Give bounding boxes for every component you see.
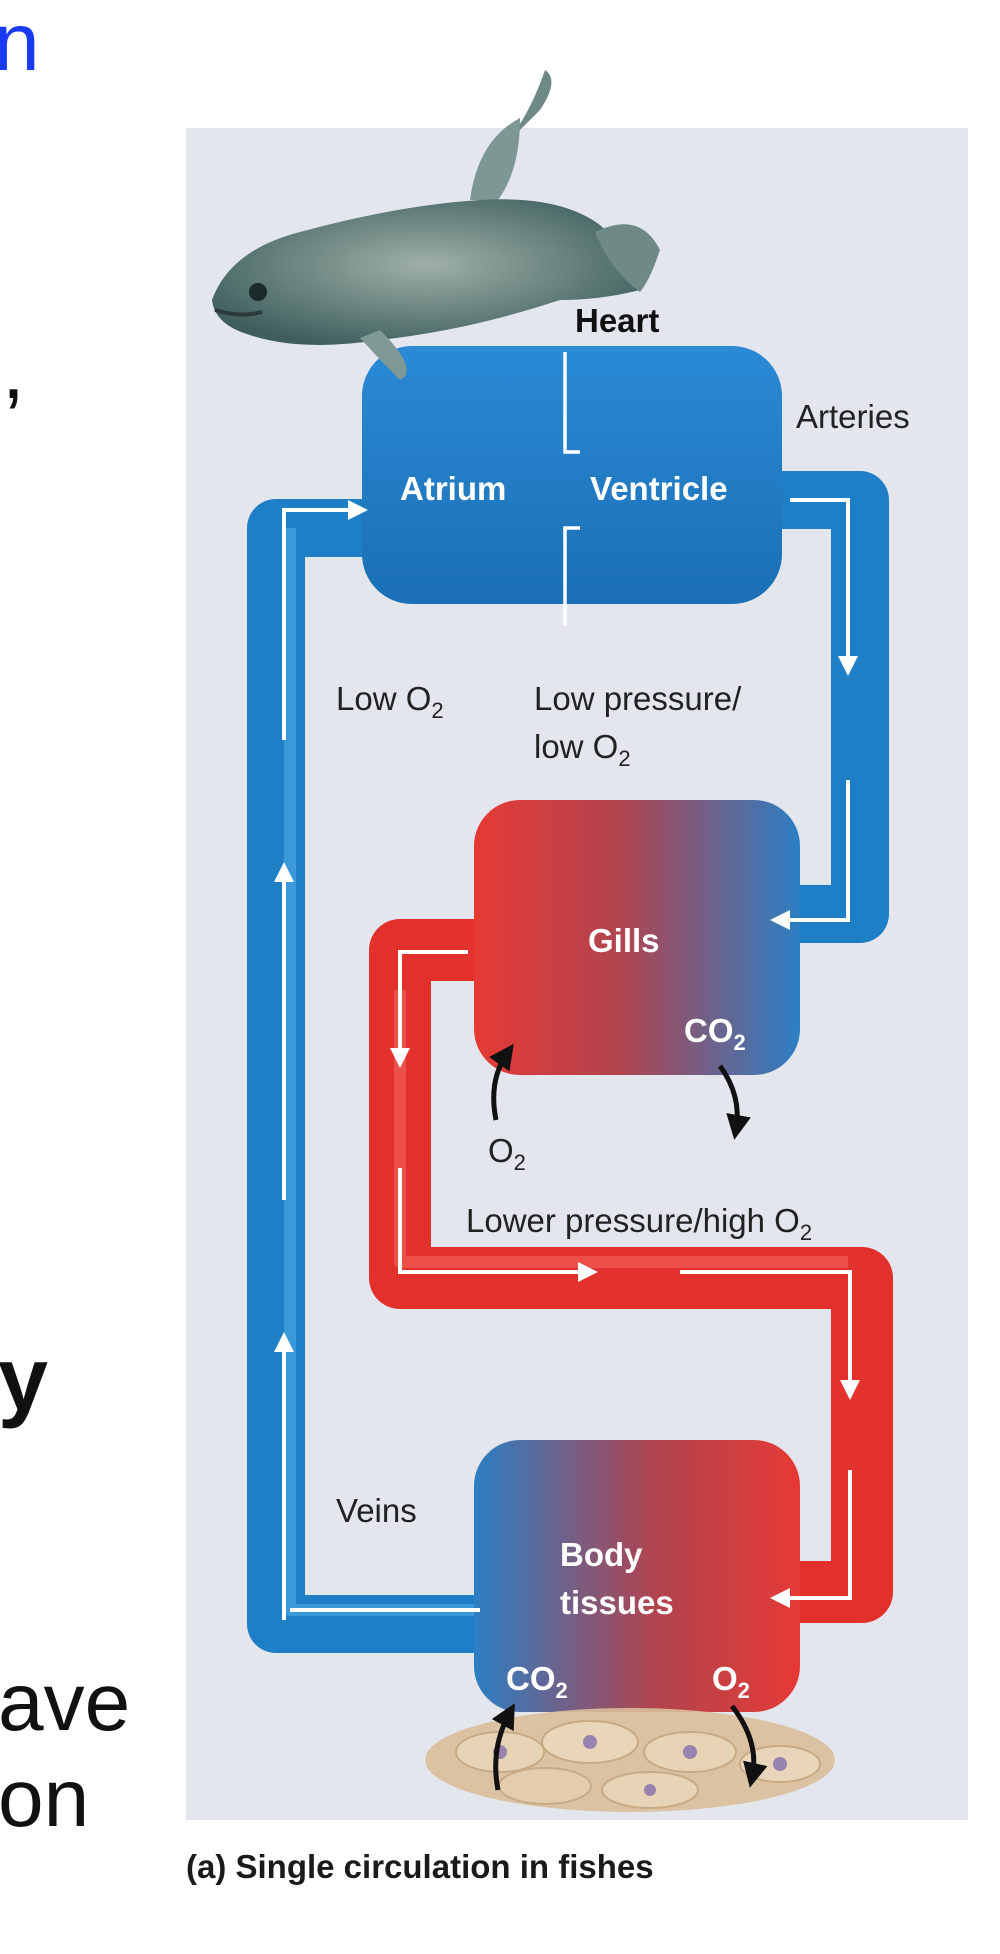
flow-arrow-red-down: [398, 1168, 598, 1282]
arteries-label: Arteries: [796, 398, 910, 435]
lower-pressure-label: Lower pressure/high O2: [466, 1202, 812, 1245]
slide-text-fragment-comma: ,: [2, 325, 25, 416]
atrium-label: Atrium: [400, 470, 506, 507]
flow-arrow-into-atrium: [282, 500, 368, 740]
heart-chamber: [362, 346, 782, 604]
heart-septum-lower: [563, 526, 580, 626]
tissues-label: tissues: [560, 1584, 674, 1621]
vein-vessel: [247, 499, 480, 1653]
flow-arrow-out-ventricle: [790, 498, 858, 676]
low-o2-label: Low O2: [336, 680, 444, 723]
body-o2-arrow: [730, 1704, 768, 1788]
slide-text-fragment-bold: y: [0, 1330, 49, 1430]
low-pressure-label: Low pressure/: [534, 680, 742, 717]
cell-tissue-icon: [425, 1708, 835, 1812]
flow-arrow-out-gills: [390, 950, 468, 1068]
gills-co2-arrow: [717, 1064, 751, 1140]
gills-o2-arrow: [489, 1043, 514, 1121]
flow-arrow-into-body: [770, 1470, 852, 1608]
gills-o2-label: O2: [488, 1132, 526, 1175]
heart-label: Heart: [575, 302, 659, 339]
gills-label: Gills: [588, 922, 660, 959]
slide-text-fragment-top: n: [0, 0, 40, 88]
body-o2-label: O2: [712, 1660, 750, 1703]
fish-illustration-icon: [212, 70, 660, 380]
body-co2-arrow: [491, 1703, 515, 1791]
slide-text-fragment-line2: on: [0, 1753, 90, 1844]
body-tissues-box: [474, 1440, 800, 1712]
body-label: Body: [560, 1536, 643, 1573]
ventricle-label: Ventricle: [590, 470, 728, 507]
flow-arrow-red-right: [680, 1270, 860, 1400]
low-pressure-o2-label: low O2: [534, 728, 631, 771]
flow-arrow-into-gills: [770, 780, 850, 930]
figure-caption: (a) Single circulation in fishes: [186, 1848, 654, 1885]
gills-co2-label: CO2: [684, 1012, 746, 1055]
veins-label: Veins: [336, 1492, 417, 1529]
gills-box: [474, 800, 800, 1075]
body-co2-label: CO2: [506, 1660, 568, 1703]
heart-septum: [563, 352, 580, 454]
slide-text-fragment-line1: ave: [0, 1657, 131, 1748]
